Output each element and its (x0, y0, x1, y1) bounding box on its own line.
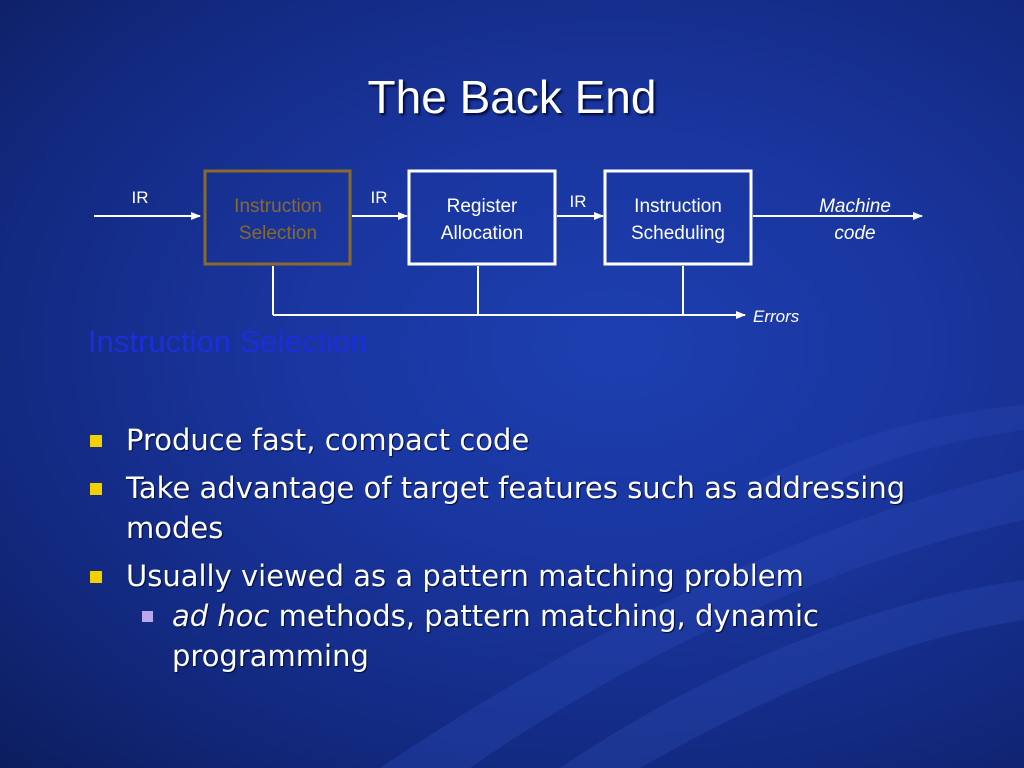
ir-label-input: IR (132, 188, 149, 207)
sub-bullet-text: methods, pattern matching, dynamic progr… (172, 599, 819, 673)
ir-label-2: IR (570, 192, 587, 211)
section-heading: Instruction Selection (88, 324, 368, 359)
sub-bullet-list: ad hoc methods, pattern matching, dynami… (126, 596, 968, 676)
sub-bullet-italic-text: ad hoc (172, 599, 270, 633)
ir-label-1: IR (371, 188, 388, 207)
machine-code-label-line2: code (834, 223, 875, 244)
square-bullet-icon (90, 435, 102, 447)
bullet-item: Usually viewed as a pattern matching pro… (88, 556, 968, 676)
instruction-selection-label-line1: Instruction (234, 196, 322, 217)
bullet-text: Take advantage of target features such a… (126, 471, 906, 545)
register-allocation-label-line2: Allocation (441, 223, 523, 244)
square-bullet-icon (90, 571, 102, 583)
register-allocation-label-line1: Register (447, 196, 518, 217)
instruction-selection-box (203, 169, 352, 266)
bullet-list: Produce fast, compact code Take advantag… (88, 420, 968, 684)
machine-code-label-line1: Machine (819, 196, 891, 217)
bullet-item: Take advantage of target features such a… (88, 468, 968, 548)
register-allocation-box (407, 169, 557, 266)
bullet-text: Usually viewed as a pattern matching pro… (126, 559, 804, 593)
bullet-text: Produce fast, compact code (126, 423, 530, 457)
sub-bullet-item: ad hoc methods, pattern matching, dynami… (126, 596, 968, 676)
slide-title: The Back End (367, 71, 657, 123)
instruction-scheduling-box (603, 169, 753, 266)
instruction-scheduling-label-line2: Scheduling (631, 223, 725, 244)
bullet-item: Produce fast, compact code (88, 420, 968, 460)
instruction-selection-label-line2: Selection (239, 223, 317, 244)
instruction-scheduling-label-line1: Instruction (634, 196, 722, 217)
square-sub-bullet-icon (142, 611, 153, 622)
errors-label: Errors (753, 307, 800, 326)
square-bullet-icon (90, 483, 102, 495)
